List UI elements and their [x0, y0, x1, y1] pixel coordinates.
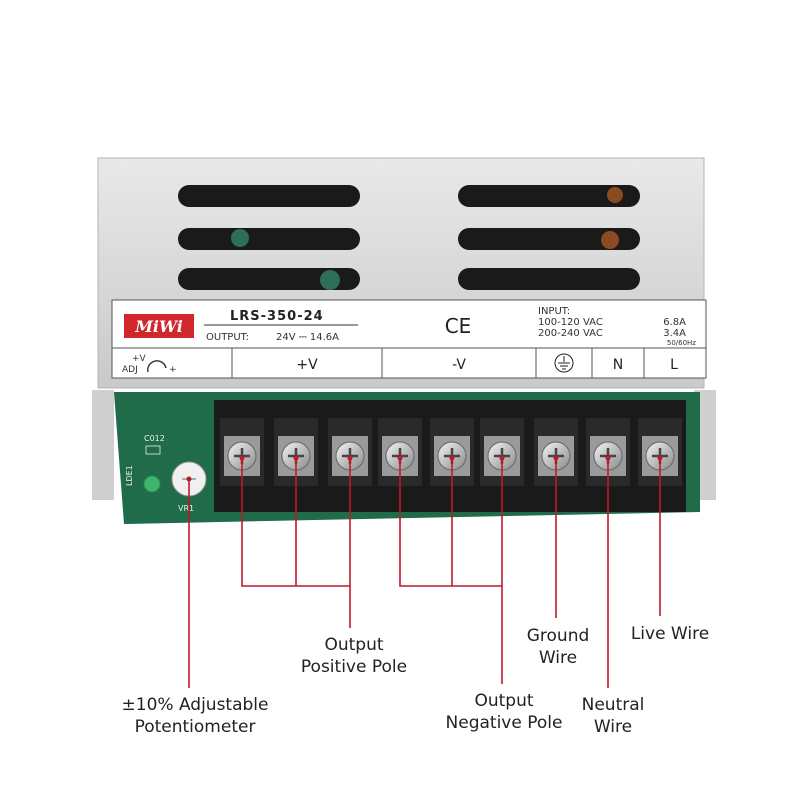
- adjust-arrow-icon: [147, 360, 167, 373]
- input-line2-voltage: 200-240 VAC: [538, 328, 603, 339]
- leader-negative-1: [399, 458, 502, 587]
- input-line1-current: 6.8A: [663, 317, 686, 328]
- leader-dot-negative-3: [499, 455, 505, 461]
- input-frequency: 50/60Hz: [667, 339, 696, 347]
- input-line1-voltage: 100-120 VAC: [538, 317, 603, 328]
- label-panel: [111, 299, 707, 379]
- callout-live-line1: Live Wire: [630, 624, 710, 644]
- brand-logo-text: MiWi: [134, 317, 183, 336]
- input-title: INPUT:: [538, 306, 570, 317]
- adj-top-label: +V: [132, 354, 147, 364]
- callout-negative-line1: Output: [474, 691, 534, 711]
- callout-neutral-line1: Neutral: [581, 695, 645, 715]
- leader-dot-positive-3: [347, 455, 353, 461]
- callout-positive-pole: Output Positive Pole: [282, 634, 426, 678]
- callout-negative-pole: Output Negative Pole: [432, 690, 576, 734]
- leader-dot-ground: [553, 455, 559, 461]
- potentiometer-label: VR1: [178, 504, 194, 513]
- leader-dot-positive-1: [239, 455, 245, 461]
- callout-ground-wire: Ground Wire: [512, 625, 604, 669]
- callout-positive-line2: Positive Pole: [300, 657, 408, 677]
- callout-ground-line1: Ground: [526, 626, 590, 646]
- leader-positive-1: [241, 458, 350, 587]
- callout-negative-line2: Negative Pole: [445, 713, 563, 733]
- terminal-screws: [220, 418, 682, 486]
- adj-plus-label: +: [169, 365, 177, 375]
- led-label: LDE1: [125, 465, 134, 486]
- capacitor-label: C012: [144, 434, 165, 443]
- callout-potentiometer: ±10% Adjustable Potentiometer: [104, 694, 286, 738]
- callout-neutral-wire: Neutral Wire: [566, 694, 660, 738]
- model-text: LRS-350-24: [230, 309, 324, 324]
- ground-symbol-icon: [554, 353, 574, 373]
- vent-slots: [178, 185, 640, 290]
- terminal-label-l: L: [670, 357, 678, 373]
- leader-dot-potentiometer: [186, 476, 192, 482]
- terminal-label-minus-v: -V: [452, 357, 466, 373]
- leader-dot-neutral: [605, 455, 611, 461]
- leader-dot-negative-1: [397, 455, 403, 461]
- terminal-label-plus-v: +V: [296, 357, 318, 373]
- callout-live-wire: Live Wire: [620, 623, 720, 645]
- leader-dot-positive-2: [293, 455, 299, 461]
- adj-bottom-label: ADJ: [122, 365, 138, 375]
- led-indicator: [143, 475, 161, 493]
- callout-potentiometer-line1: ±10% Adjustable: [121, 695, 269, 715]
- callout-neutral-line2: Wire: [593, 717, 633, 737]
- output-prefix: OUTPUT:: [206, 332, 249, 343]
- callout-positive-line1: Output: [324, 635, 384, 655]
- housing-side-left: [92, 390, 114, 500]
- leader-dot-negative-2: [449, 455, 455, 461]
- input-line2-current: 3.4A: [663, 328, 686, 339]
- brand-logo: [124, 314, 194, 338]
- output-value: 24V ⎓ 14.6A: [276, 332, 339, 343]
- callout-potentiometer-line2: Potentiometer: [134, 717, 256, 737]
- leader-dot-live: [657, 455, 663, 461]
- ce-mark: CE: [445, 314, 472, 338]
- leader-lines: [186, 455, 663, 688]
- callout-ground-line2: Wire: [538, 648, 578, 668]
- terminal-label-n: N: [613, 357, 623, 373]
